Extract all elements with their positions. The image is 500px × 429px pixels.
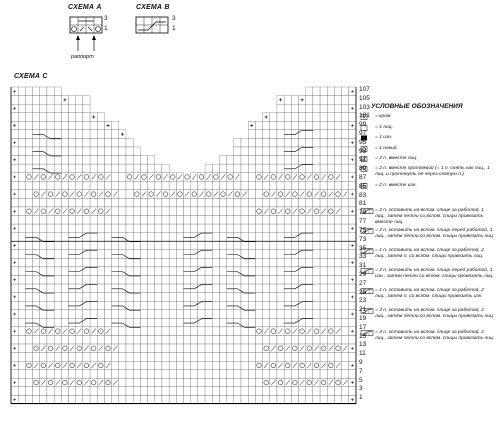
row-number: 29 bbox=[359, 270, 367, 278]
plus-box-icon bbox=[360, 114, 374, 120]
row-number: 35 bbox=[359, 244, 367, 252]
scheme-a-row-label: 1 bbox=[104, 25, 108, 32]
row-number: 27 bbox=[359, 279, 367, 287]
row-number: 31 bbox=[359, 262, 367, 270]
row-number: 81 bbox=[359, 200, 367, 208]
row-number: 11 bbox=[359, 350, 366, 358]
row-number: 9 bbox=[359, 358, 363, 366]
cable-1-2-purl-icon bbox=[360, 288, 374, 294]
legend-text: = 1 п. оставить на вспом. спице за работ… bbox=[375, 248, 484, 259]
row-number: 105 bbox=[359, 94, 370, 102]
row-number: 93 bbox=[359, 147, 367, 155]
legend-title: УСЛОВНЫЕ ОБОЗНАЧЕНИЯ bbox=[371, 103, 463, 110]
row-number: 89 bbox=[359, 165, 367, 173]
row-number: 15 bbox=[359, 332, 367, 340]
row-number: 83 bbox=[359, 191, 367, 199]
legend-text: = кром. bbox=[375, 114, 392, 119]
legend-text: = 2 п. вместе лиц. bbox=[375, 156, 418, 161]
row-number: 13 bbox=[359, 341, 367, 349]
cable-2-2-right-icon bbox=[360, 208, 374, 214]
scheme-a-title: СХЕМА A bbox=[68, 4, 102, 11]
row-number: 97 bbox=[359, 130, 367, 138]
legend-text: = 3 п. оставить на вспом. спице за работ… bbox=[375, 330, 495, 341]
scheme-a-chart bbox=[69, 16, 103, 51]
row-number: 85 bbox=[359, 182, 367, 190]
legend-text: = 2 п. оставить на вспом. спице перед ра… bbox=[375, 228, 495, 239]
scheme-b-chart bbox=[135, 16, 169, 34]
legend-text: = 1 изн. bbox=[375, 135, 393, 140]
cable-2-1-purl-icon bbox=[360, 268, 374, 274]
legend-text: = 1 накид bbox=[375, 146, 397, 151]
left-slant-icon bbox=[360, 166, 374, 172]
scheme-b-title: СХЕМА B bbox=[136, 4, 170, 11]
row-number: 103 bbox=[359, 103, 370, 111]
row-number: 1 bbox=[359, 394, 363, 402]
row-number: 107 bbox=[359, 86, 370, 93]
row-number: 101 bbox=[359, 112, 370, 120]
empty-box-icon bbox=[360, 125, 374, 131]
filled-box-icon bbox=[360, 135, 374, 141]
legend-text: = 1 п. оставить на вспом. спице за работ… bbox=[375, 288, 484, 299]
dash-box-icon bbox=[360, 183, 374, 189]
repeat-label: раппорт bbox=[71, 54, 94, 60]
row-number: 7 bbox=[359, 367, 363, 375]
cable-3-3-icon bbox=[360, 308, 374, 314]
row-number: 73 bbox=[359, 235, 367, 243]
row-number: 17 bbox=[359, 323, 367, 331]
legend-text: = 2 п. вместе изн. bbox=[375, 183, 417, 188]
cable-2-1-left-icon bbox=[360, 228, 374, 234]
scheme-b-row-label: 1 bbox=[172, 25, 176, 32]
row-number: 5 bbox=[359, 376, 363, 384]
cable-3-2-icon bbox=[360, 330, 374, 336]
legend-text: = 1 лиц. bbox=[375, 125, 393, 130]
legend-text: = 2 п. вместе протяжкой (= 1 п. снять ка… bbox=[375, 166, 490, 177]
row-number: 99 bbox=[359, 121, 367, 129]
row-number: 21 bbox=[359, 306, 367, 314]
row-number: 33 bbox=[359, 253, 367, 261]
legend-text: = 3 п. оставить на вспом. спице за работ… bbox=[375, 308, 495, 319]
row-number: 3 bbox=[359, 385, 363, 393]
circle-box-icon bbox=[360, 146, 374, 152]
row-number: 95 bbox=[359, 138, 367, 146]
cable-1-2-right-icon bbox=[360, 248, 374, 254]
right-slant-icon bbox=[360, 156, 374, 162]
legend-text: = 2 п. оставить на вспом. спице перед ра… bbox=[375, 268, 494, 279]
row-number: 23 bbox=[359, 297, 367, 305]
scheme-c-title: СХЕМА C bbox=[14, 73, 48, 80]
row-number: 25 bbox=[359, 288, 367, 296]
row-number: 77 bbox=[359, 218, 367, 226]
row-number: 19 bbox=[359, 314, 367, 322]
row-number: 75 bbox=[359, 226, 367, 234]
scheme-a-row-label: 3 bbox=[104, 15, 108, 22]
legend-text: = 2 п. оставить на вспом. спице за работ… bbox=[375, 208, 484, 225]
scheme-b-row-label: 3 bbox=[172, 15, 176, 22]
row-number: 87 bbox=[359, 174, 367, 182]
